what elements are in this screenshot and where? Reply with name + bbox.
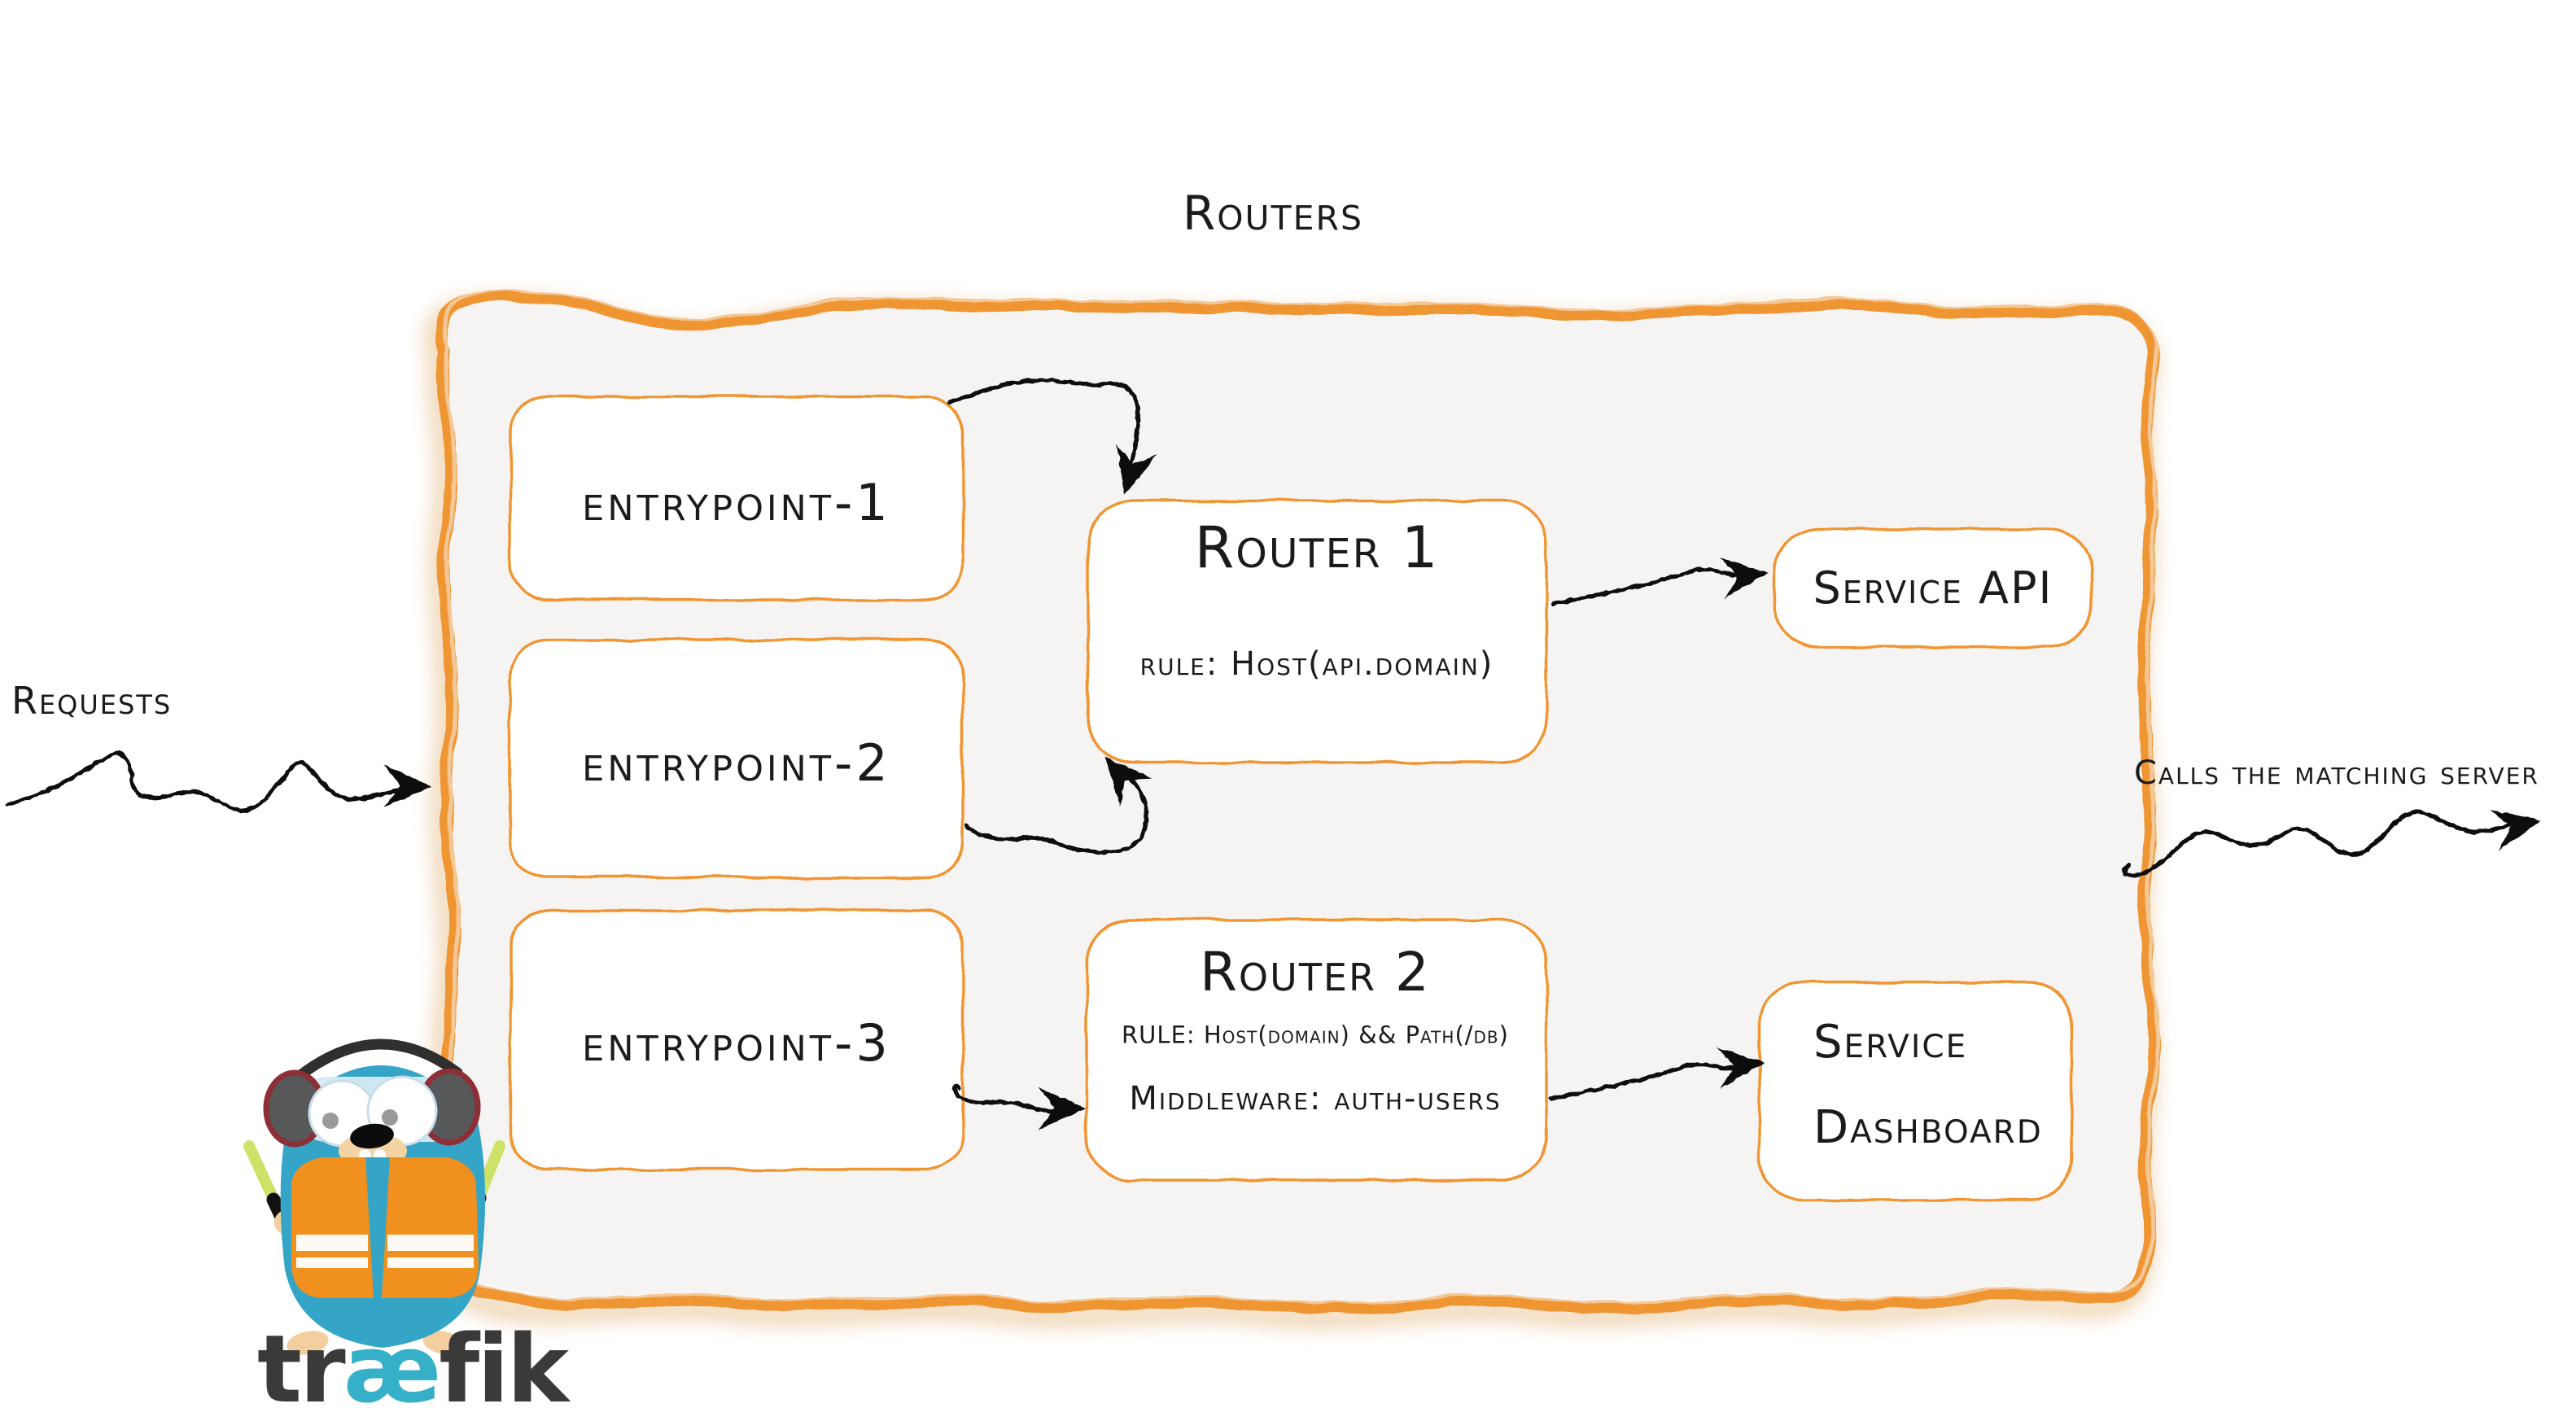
calls-label: Calls the matching server [2134,754,2539,792]
requests-arrowhead [384,765,431,807]
diagram-title: Routers [1182,186,1364,241]
entrypoint1-arrowhead [1117,444,1157,495]
wordmark-fik: fik [439,1315,571,1408]
requests-label: Requests [11,679,173,723]
entrypoint3-arrowhead [1039,1087,1086,1130]
calls-arrow-line [2122,810,2517,878]
entrypoint2-to-router1-line [963,771,1149,855]
wordmark-ae: æ [343,1315,440,1408]
router-1-name: Router 1 [1194,514,1440,581]
router-1-rule: rule: Host(api.domain) [1139,645,1494,683]
entrypoint-2-label: entrypoint-2 [582,733,891,793]
entrypoint1-to-router1-line [948,378,1140,466]
entrypoint-3-label: entrypoint-3 [582,1013,891,1073]
router-2-box [1085,918,1548,1182]
service-api-label: Service API [1813,562,2053,614]
router-2-name: Router 2 [1200,941,1431,1004]
service-dashboard-line2: Dashboard [1813,1101,2043,1154]
requests-arrow-line [6,750,403,813]
traefik-gopher-icon [243,1039,505,1355]
entrypoint3-to-router2-line [951,1083,1061,1114]
dashboard-arrowhead [1717,1047,1765,1088]
router-2-rule: RULE: Host(domain) && Path(/db) [1122,1021,1509,1049]
entrypoint-1-box [509,395,964,601]
entrypoint2-arrowhead [1105,757,1152,807]
entrypoint-2-box [509,638,964,879]
service-api-box [1773,527,2093,649]
serviceapi-arrowhead [1720,558,1768,598]
router1-to-serviceapi-line [1550,567,1746,606]
service-dashboard-line1: Service [1813,1016,1968,1069]
router2-to-dashboard-line [1548,1062,1743,1101]
entrypoint-3-box [509,909,964,1171]
router-2-middleware: Middleware: auth-users [1129,1080,1502,1117]
service-dashboard-box [1758,981,2073,1201]
router-1-box [1087,499,1548,764]
calls-arrowhead [2491,810,2541,850]
entrypoint-1-label: entrypoint-1 [582,473,891,532]
traefik-wordmark: træfik [257,1315,571,1408]
wordmark-tr: tr [257,1315,346,1408]
